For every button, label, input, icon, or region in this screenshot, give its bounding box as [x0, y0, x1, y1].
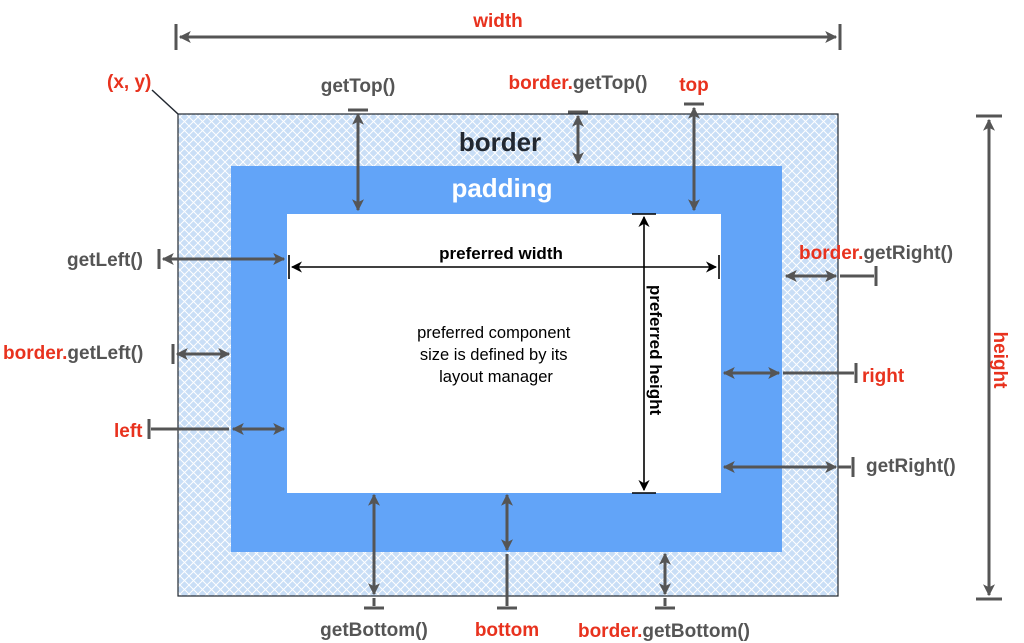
border-heading: border: [459, 127, 541, 157]
right-label: right: [862, 366, 905, 387]
center-description: preferred component size is defined by i…: [417, 324, 575, 386]
left-label: left: [114, 421, 143, 442]
width-label: width: [472, 11, 523, 32]
get-bottom-label: getBottom(): [320, 620, 428, 641]
preferred-height-label: preferred height: [646, 285, 665, 416]
preferred-width-label: preferred width: [439, 244, 563, 263]
padding-heading: padding: [451, 173, 552, 203]
xy-label: (x, y): [107, 72, 151, 93]
bottom-label: bottom: [475, 620, 539, 641]
height-label: height: [989, 332, 1010, 390]
border-get-top-label: border.getTop(): [509, 73, 648, 94]
border-get-bottom-label: border.getBottom(): [578, 621, 750, 642]
top-label: top: [679, 75, 709, 96]
get-top-label: getTop(): [321, 76, 396, 97]
get-left-label: getLeft(): [67, 250, 143, 271]
border-get-left-label: border.getLeft(): [3, 343, 143, 364]
get-right-label: getRight(): [866, 456, 956, 477]
xy-pointer: [151, 89, 179, 115]
border-get-right-label: border.getRight(): [799, 243, 953, 264]
